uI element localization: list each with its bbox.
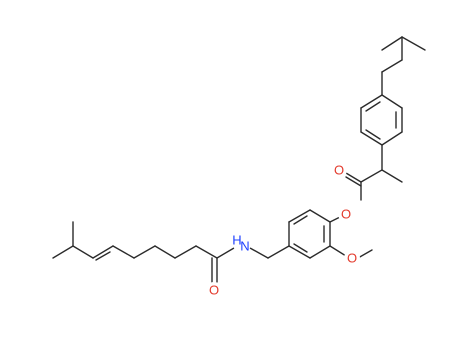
- svg-text:O: O: [209, 283, 219, 298]
- atom-label-o-amide: O: [206, 282, 222, 298]
- atom-label-o-ester: O: [338, 206, 354, 222]
- svg-text:O: O: [341, 207, 351, 222]
- svg-text:O: O: [334, 163, 344, 178]
- svg-text:H: H: [232, 233, 241, 248]
- methoxy-group: [329, 245, 373, 259]
- svg-text:N: N: [240, 239, 249, 254]
- isobutyl-group: [381, 36, 426, 73]
- methoxyphenyl-ring: [288, 209, 331, 259]
- atom-label-o-carbonyl: O: [331, 162, 347, 178]
- alkenyl-chain: [52, 221, 218, 261]
- benzylamide-linkage: [211, 245, 290, 283]
- atom-label-nh-amide: H N: [232, 233, 251, 254]
- phenyl-ring-top: [360, 71, 403, 146]
- atom-label-o-methoxy: O: [344, 250, 360, 266]
- svg-text:O: O: [347, 251, 357, 266]
